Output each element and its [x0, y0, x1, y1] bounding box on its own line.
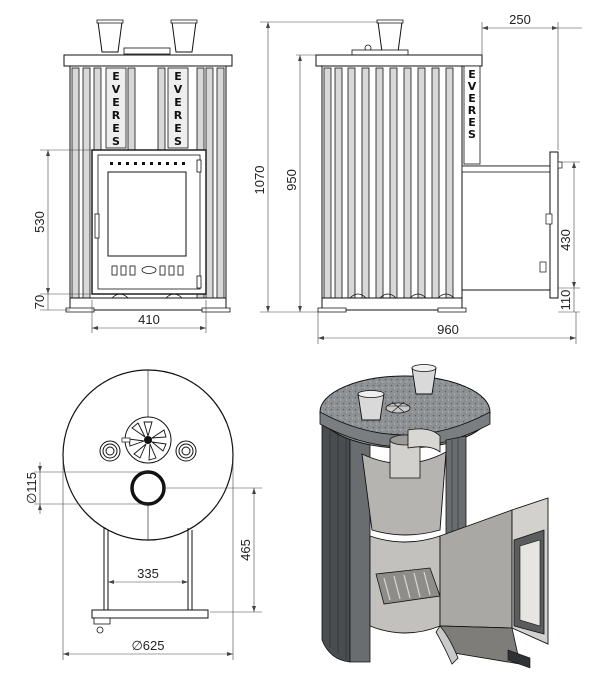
front-chimney-left — [97, 21, 123, 53]
front-view: E V E R E S E V E R E S — [63, 19, 233, 313]
brand-letter: S — [468, 128, 476, 141]
dim-firebox-height: 430 — [558, 229, 573, 251]
brand-letter: E — [112, 70, 120, 83]
dim-total-depth: 960 — [437, 322, 459, 337]
side-firebox-tunnel — [461, 151, 563, 299]
brand-letter: E — [468, 68, 476, 81]
front-dimensions: 530 70 410 — [32, 149, 207, 333]
top-view — [62, 369, 234, 634]
brand-letter: E — [174, 70, 182, 83]
dim-base-height: 70 — [32, 295, 47, 309]
brand-letter: V — [468, 80, 477, 93]
brand-letter: E — [112, 122, 120, 135]
cutaway-firebox-tunnel — [439, 497, 549, 669]
brand-letter: R — [468, 104, 477, 117]
brand-letter: S — [112, 135, 120, 148]
brand-letter: R — [174, 109, 183, 122]
dim-total-height: 1070 — [252, 166, 267, 195]
dim-flue-diameter: ∅115 — [24, 472, 39, 504]
brand-letter: R — [112, 109, 121, 122]
top-dimensions: ∅115 465 335 ∅625 — [24, 460, 262, 660]
front-door — [91, 149, 207, 295]
dim-top-right-depth: 250 — [509, 12, 531, 27]
brand-letter: E — [468, 116, 476, 129]
front-top-plate — [63, 54, 233, 67]
brand-letter: E — [174, 96, 182, 109]
top-vent-rosette — [121, 416, 172, 464]
brand-letter: V — [174, 83, 183, 96]
brand-letter: E — [468, 92, 476, 105]
brand-letter: V — [112, 83, 121, 96]
brand-letter: S — [174, 135, 182, 148]
dim-leg-span: 335 — [137, 566, 159, 581]
brand-column-left: E V E R E S — [112, 70, 121, 148]
dim-front-width: 410 — [138, 312, 160, 327]
side-dimensions: 1070 950 250 430 110 960 — [252, 12, 582, 344]
side-vertical-rods — [323, 67, 454, 299]
side-top-plate — [315, 54, 483, 67]
brand-letter: E — [112, 96, 120, 109]
dim-door-height: 530 — [32, 211, 47, 233]
dim-body-height: 950 — [284, 169, 299, 191]
brand-letter: E — [174, 122, 182, 135]
cutaway-cups — [357, 364, 437, 421]
side-chimney — [377, 21, 403, 53]
top-flue-ring — [130, 470, 166, 506]
front-chimney-right — [171, 21, 197, 53]
top-side-cups — [99, 440, 197, 462]
cutaway-3d-view — [319, 364, 549, 669]
dim-flue-offset: 465 — [238, 539, 253, 561]
dim-body-diameter: ∅625 — [131, 638, 164, 653]
side-view: E V E R E S — [315, 19, 563, 313]
side-brand: E V E R E S — [468, 68, 477, 141]
brand-column-right: E V E R E S — [174, 70, 183, 148]
dim-firebox-base: 110 — [558, 290, 573, 311]
